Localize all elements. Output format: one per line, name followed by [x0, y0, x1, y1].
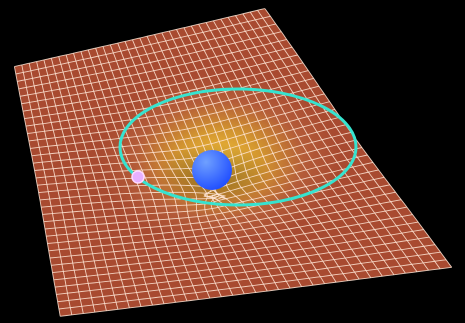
orbit-path — [118, 87, 358, 207]
grid-line-vertical — [220, 18, 383, 277]
grid-line-vertical — [198, 23, 349, 281]
grid-line-horizontal — [48, 199, 402, 252]
grid-line-vertical — [183, 27, 325, 284]
grid-line-vertical — [235, 15, 406, 274]
grid-line-horizontal — [52, 221, 419, 274]
grid-line-horizontal — [53, 229, 424, 281]
grid-line-horizontal — [60, 266, 452, 317]
spacetime-grid-lines — [13, 8, 453, 317]
central-mass — [192, 150, 232, 190]
grid-line-vertical — [212, 20, 372, 278]
grid-line-horizontal — [47, 191, 396, 244]
grid-line-horizontal — [49, 206, 407, 259]
grid-line-vertical — [242, 13, 418, 273]
orbiting-body — [131, 170, 145, 184]
grid-line-horizontal — [54, 236, 430, 288]
grid-line-horizontal — [57, 251, 441, 303]
grid-line-vertical — [190, 25, 337, 283]
grid-line-vertical — [249, 11, 429, 271]
grid-line-horizontal — [46, 184, 390, 237]
grid-line-horizontal — [56, 244, 436, 295]
grid-line-horizontal — [43, 169, 379, 223]
grid-line-horizontal — [44, 176, 385, 230]
grid-line-vertical — [176, 29, 314, 286]
grid-line-vertical — [257, 10, 441, 270]
grid-line-horizontal — [41, 154, 368, 208]
grid-line-horizontal — [51, 214, 413, 266]
grid-line-horizontal — [58, 259, 447, 310]
grid-line-vertical — [227, 17, 395, 275]
grid-line-vertical — [205, 22, 360, 280]
